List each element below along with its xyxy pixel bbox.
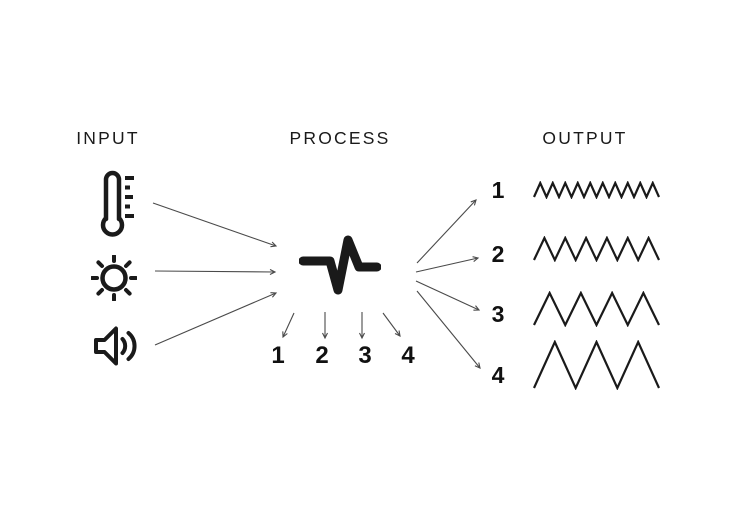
arrow-process-to-output-2 [415, 256, 480, 273]
arrow-process-to-output-4 [416, 290, 481, 369]
arrow-process-to-output-3 [415, 280, 481, 311]
process-header: PROCESS [289, 128, 391, 148]
branch-label-2: 2 [315, 342, 329, 369]
sun-icon [91, 255, 137, 301]
arrow-temperature-to-process [152, 202, 278, 248]
waveform-output-2 [533, 236, 660, 262]
pulse-icon [299, 234, 381, 296]
waveform-output-1 [533, 181, 660, 199]
waveform-output-3 [533, 291, 660, 327]
branch-label-1: 1 [271, 342, 285, 369]
output-label-4: 4 [491, 362, 505, 388]
arrow-process-to-output-1 [416, 199, 477, 264]
waveform-output-4 [533, 340, 660, 390]
output-header: OUTPUT [542, 128, 628, 148]
branch-label-3: 3 [358, 342, 372, 369]
speaker-icon [93, 323, 141, 369]
arrow-sound-to-process [154, 292, 278, 346]
output-label-1: 1 [491, 177, 505, 203]
arrow-process-to-branch-1 [282, 312, 295, 339]
input-header: INPUT [76, 128, 140, 148]
arrow-process-to-branch-4 [382, 312, 401, 337]
thermometer-icon [98, 170, 135, 238]
output-label-2: 2 [491, 241, 505, 267]
arrow-light-to-process [154, 268, 277, 275]
output-label-3: 3 [491, 301, 505, 327]
branch-label-4: 4 [401, 342, 415, 369]
